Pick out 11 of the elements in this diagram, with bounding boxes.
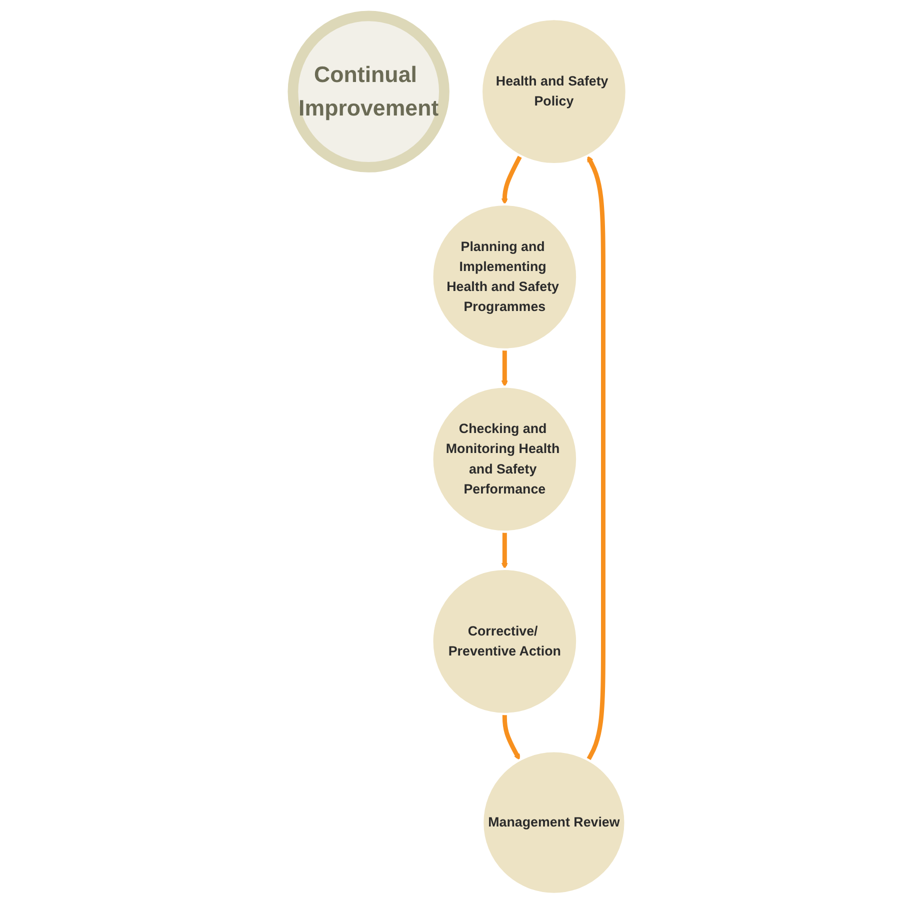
node-circle: Planning and Implementing Health and Safety Programmes <box>431 202 579 350</box>
node-circle: Checking and Monitoring Health and Safety Performance <box>431 385 579 532</box>
node-circle: Health and Safety Policy <box>480 17 628 165</box>
node-circle: Management Review <box>482 750 627 895</box>
node-circle: Continual Improvement <box>288 10 450 172</box>
arrow <box>502 531 508 569</box>
arrow <box>502 154 523 204</box>
arrow <box>502 348 508 386</box>
arrow <box>502 713 520 760</box>
node-circle: Corrective/ Preventive Action <box>431 567 579 715</box>
arrow <box>586 155 606 760</box>
